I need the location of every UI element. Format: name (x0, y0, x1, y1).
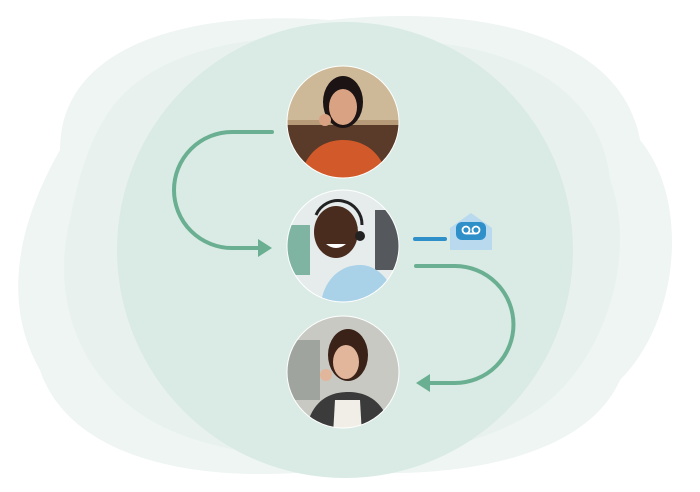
agent-avatar (286, 189, 400, 303)
recipient-photo (287, 316, 399, 428)
caller-photo (287, 66, 399, 178)
flow-arrow-icon (172, 130, 274, 257)
recipient-avatar (286, 315, 400, 429)
caller-avatar (286, 65, 400, 179)
voicemail-envelope-icon (450, 213, 492, 250)
agent-photo (287, 190, 399, 302)
flow-arrow-icon (414, 264, 516, 392)
